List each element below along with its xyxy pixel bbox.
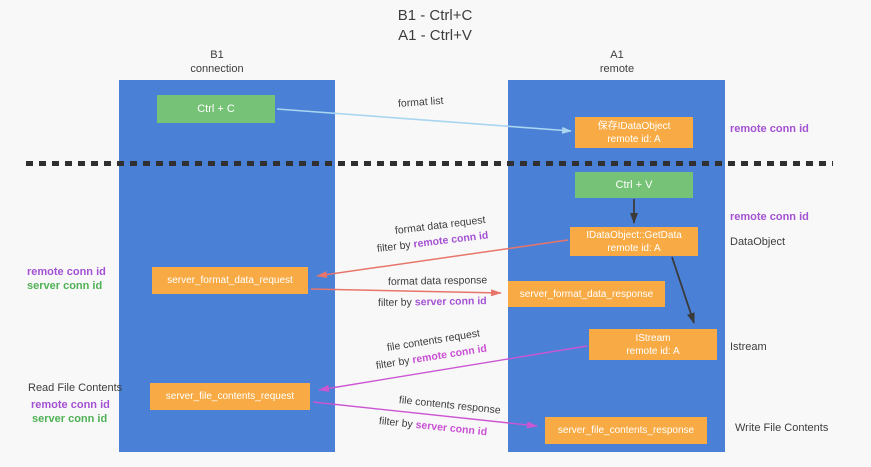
ctrl-c-box: Ctrl + C xyxy=(157,95,275,123)
server-file-contents-request-label: server_file_contents_request xyxy=(165,391,295,402)
left-lane-name: B1 xyxy=(210,49,224,61)
right-lane-name: A1 xyxy=(610,49,624,61)
ctrl-v-label: Ctrl + V xyxy=(615,179,653,191)
idataobject-getdata-box: IDataObject::GetData remote id: A xyxy=(570,227,698,256)
remote-conn-id-label-left-top: remote conn id xyxy=(27,266,106,278)
format-data-response-arrow xyxy=(310,288,502,297)
server-conn-id-label-left-top: server conn id xyxy=(27,280,103,292)
remote-conn-id-label-top: remote conn id xyxy=(730,123,809,135)
getdata-line2: remote id: A xyxy=(607,242,661,254)
server-format-data-response-box: server_format_data_response xyxy=(508,281,665,307)
write-file-contents-label: Write File Contents xyxy=(735,422,829,434)
server-format-data-request-box: server_format_data_request xyxy=(152,267,308,294)
format-data-response-label: format data response xyxy=(387,274,488,288)
filter-by-text: filter by xyxy=(375,354,411,372)
server-file-contents-request-box: server_file_contents_request xyxy=(150,383,310,410)
left-lane-subtitle: connection xyxy=(190,63,244,75)
filter-by-text: filter by xyxy=(377,296,412,309)
dashed-separator xyxy=(26,161,833,166)
right-lane-header: A1 remote xyxy=(557,48,677,76)
title-line-1: B1 - Ctrl+C xyxy=(397,7,473,24)
istream-line2: remote id: A xyxy=(626,345,680,357)
left-lane-header: B1 connection xyxy=(157,48,277,76)
ctrl-c-label: Ctrl + C xyxy=(197,103,235,115)
istream-box: IStream remote id: A xyxy=(589,329,717,360)
server-format-data-request-label: server_format_data_request xyxy=(167,275,293,286)
save-idataobject-line2: remote id: A xyxy=(607,133,661,145)
format-list-label: format list xyxy=(397,94,444,110)
save-idataobject-line1: 保存IDataObject xyxy=(597,120,671,132)
read-file-contents-label: Read File Contents xyxy=(28,382,123,394)
server-file-contents-response-label: server_file_contents_response xyxy=(557,425,695,436)
server-conn-id-highlight: server conn id xyxy=(415,418,488,439)
save-idataobject-box: 保存IDataObject remote id: A xyxy=(575,117,693,148)
title-line-2: A1 - Ctrl+V xyxy=(398,27,472,44)
filter-by-text: filter by xyxy=(376,238,412,255)
remote-conn-id-label-mid: remote conn id xyxy=(730,211,809,223)
right-lane-subtitle: remote xyxy=(599,63,635,75)
dataobject-label: DataObject xyxy=(730,236,786,248)
ctrl-v-box: Ctrl + V xyxy=(575,172,693,198)
server-file-contents-response-box: server_file_contents_response xyxy=(545,417,707,444)
remote-conn-id-label-left-bottom: remote conn id xyxy=(31,399,110,411)
filter-by-text: filter by xyxy=(378,415,414,431)
istream-side-label: Istream xyxy=(730,341,767,353)
server-format-data-response-label: server_format_data_response xyxy=(519,288,654,300)
server-conn-id-label-left-bottom: server conn id xyxy=(32,413,108,425)
diagram-title: B1 - Ctrl+C A1 - Ctrl+V xyxy=(300,6,570,46)
server-conn-id-highlight: server conn id xyxy=(414,295,487,309)
file-contents-response-label: file contents response xyxy=(398,394,502,417)
getdata-line1: IDataObject::GetData xyxy=(586,229,682,241)
istream-line1: IStream xyxy=(635,332,671,344)
